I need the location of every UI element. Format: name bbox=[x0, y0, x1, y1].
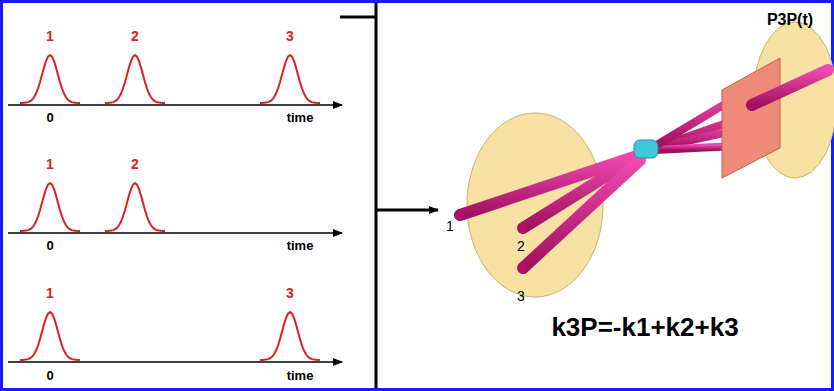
pulse bbox=[20, 55, 80, 103]
pulse-number: 3 bbox=[286, 286, 294, 300]
input-beams bbox=[460, 155, 640, 268]
beam-number: 1 bbox=[446, 219, 454, 233]
axis-label: time bbox=[287, 111, 314, 124]
pulse-number: 1 bbox=[46, 29, 54, 43]
sample bbox=[634, 140, 658, 158]
panel-corner bbox=[340, 16, 376, 19]
wavevector-equation: k3P=-k1+k2+k3 bbox=[551, 314, 738, 340]
pulse-number: 1 bbox=[46, 157, 54, 171]
flow-arrow bbox=[376, 209, 438, 212]
pulse bbox=[20, 312, 80, 360]
pulse-number: 2 bbox=[131, 157, 139, 171]
aperture-mask bbox=[722, 58, 780, 178]
pulses bbox=[20, 55, 320, 360]
pulse-number: 2 bbox=[131, 29, 139, 43]
axis-label: time bbox=[287, 239, 314, 252]
pulse-number: 3 bbox=[286, 29, 294, 43]
pulse bbox=[105, 55, 165, 103]
beam-ends bbox=[456, 209, 527, 274]
pulse bbox=[20, 183, 80, 231]
axis-origin: 0 bbox=[46, 369, 53, 382]
pulse bbox=[260, 55, 320, 103]
signal-beam bbox=[752, 70, 828, 105]
panel-divider bbox=[375, 2, 378, 389]
pulse bbox=[260, 312, 320, 360]
pulse bbox=[105, 183, 165, 231]
axis-label: time bbox=[287, 369, 314, 382]
axis-origin: 0 bbox=[46, 239, 53, 252]
axis-origin: 0 bbox=[46, 111, 53, 124]
signal-label: P3P(t) bbox=[767, 12, 813, 28]
time-axes bbox=[8, 105, 342, 362]
pulse-number: 1 bbox=[46, 286, 54, 300]
beam-number: 2 bbox=[517, 239, 525, 253]
beam-number: 3 bbox=[517, 289, 525, 303]
